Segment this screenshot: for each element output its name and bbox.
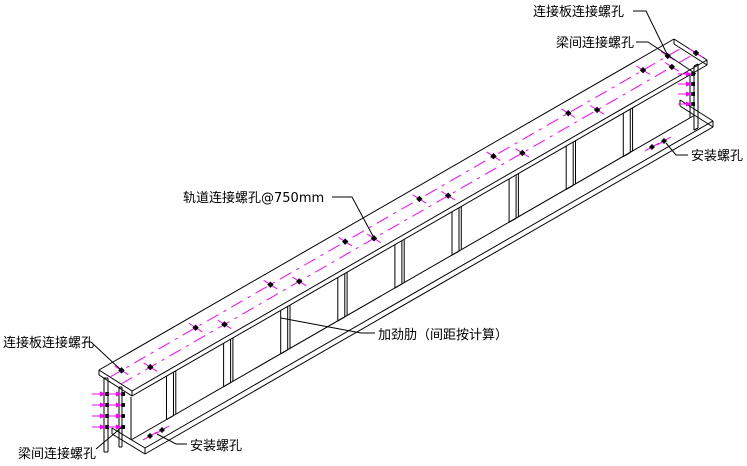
splice-bolt-arrowhead bbox=[686, 81, 692, 87]
splice-bolt-dot bbox=[105, 403, 109, 407]
label-install-bolt-holes-right: 安装螺孔 bbox=[691, 149, 743, 164]
splice-bolt-dot bbox=[105, 425, 109, 429]
leader-left-splice bbox=[95, 426, 123, 450]
stiffener-plate-bottom bbox=[508, 217, 517, 223]
stiffener-plate-bottom bbox=[623, 152, 631, 158]
rail-bolt-marker bbox=[639, 66, 647, 74]
rail-bolt-marker bbox=[221, 321, 228, 328]
stiffener-plate-bottom bbox=[565, 185, 574, 190]
stiffener-plate-bottom bbox=[166, 415, 174, 420]
label-connection-plate-bolt-holes-top: 连接板连接螺孔 bbox=[533, 4, 624, 20]
leader-left-plate bbox=[84, 341, 122, 371]
rail-bolt-marker bbox=[341, 238, 349, 245]
splice-bolt-arrowhead bbox=[686, 91, 692, 97]
install-bolt-marker bbox=[661, 138, 667, 144]
leader-top-right-splice bbox=[636, 41, 697, 75]
splice-bolt-dot bbox=[691, 72, 695, 76]
rail-bolt-marker bbox=[565, 109, 572, 117]
splice-bolt-dot bbox=[691, 92, 695, 96]
splice-bolt-dot bbox=[691, 82, 695, 86]
splice-bolt-arrowhead bbox=[116, 413, 122, 419]
stiffener-plate-bottom bbox=[394, 283, 403, 289]
stiffener-plate-bottom bbox=[223, 382, 231, 388]
splice-bolt-dot bbox=[121, 425, 125, 429]
label-rail-connection-bolt-holes: 轨道连接螺孔@750mm bbox=[183, 190, 324, 206]
splice-bolt-dot bbox=[691, 102, 695, 106]
web-plate bbox=[130, 75, 696, 441]
rail-bolt-marker bbox=[444, 192, 452, 199]
bottom-flange-plate bbox=[111, 99, 714, 455]
splice-bolt-arrowhead bbox=[100, 413, 106, 419]
label-beam-splice-bolt-holes-left: 梁间连接螺孔 bbox=[18, 446, 96, 462]
install-bolt-marker bbox=[159, 427, 165, 433]
splice-bolt-dot bbox=[105, 414, 109, 418]
leader-rail-bolts bbox=[332, 196, 375, 239]
splice-bolt-arrowhead bbox=[100, 402, 106, 408]
splice-bolt-arrowhead bbox=[686, 71, 692, 77]
leader-stiffener bbox=[280, 317, 375, 334]
annotation-labels: 连接板连接螺孔 梁间连接螺孔 安装螺孔 轨道连接螺孔@750mm 加劲肋（间距按… bbox=[3, 4, 743, 462]
label-stiffener-note: 加劲肋（间距按计算） bbox=[378, 328, 508, 343]
splice-bolt-dot bbox=[121, 403, 125, 407]
rail-bolt-marker bbox=[692, 49, 700, 57]
rail-bolt-marker bbox=[267, 281, 274, 288]
splice-bolt-dot bbox=[121, 414, 125, 418]
rail-bolt-marker bbox=[416, 195, 423, 203]
beam-outline bbox=[98, 38, 714, 455]
splice-bolt-arrowhead bbox=[116, 391, 122, 397]
splice-bolt-dot bbox=[121, 392, 125, 396]
install-bolt-marker bbox=[649, 144, 655, 150]
rail-bolt-marker bbox=[147, 363, 154, 371]
splice-bolt-dot bbox=[105, 392, 109, 396]
splice-bolt-arrowhead bbox=[116, 424, 122, 430]
right-end-plate bbox=[693, 63, 699, 131]
rail-bolt-marker bbox=[192, 324, 199, 331]
rail-bolt-marker bbox=[370, 235, 378, 242]
label-beam-splice-bolt-holes-top: 梁间连接螺孔 bbox=[556, 35, 634, 51]
install-bolt-marker bbox=[147, 433, 153, 439]
stiffener-plate-bottom bbox=[280, 349, 288, 355]
label-connection-plate-bolt-holes-left: 连接板连接螺孔 bbox=[3, 335, 94, 351]
splice-bolt-arrowhead bbox=[686, 101, 692, 107]
leader-right-install bbox=[665, 142, 688, 156]
rail-bolt-marker bbox=[519, 149, 526, 157]
splice-bolt-arrowhead bbox=[116, 402, 122, 408]
rail-bolt-marker bbox=[296, 278, 303, 285]
stiffener-plate-bottom bbox=[451, 250, 460, 256]
splice-bolt-arrowhead bbox=[100, 391, 106, 397]
rail-bolt-marker bbox=[490, 153, 497, 160]
leader-left-install bbox=[156, 433, 187, 445]
splice-bolt-arrowhead bbox=[100, 424, 106, 430]
bolt-and-stiffener-details bbox=[92, 45, 704, 441]
rail-bolt-marker bbox=[668, 63, 676, 71]
rail-bolt-centerline-back bbox=[109, 45, 686, 378]
stiffener-plate-bottom bbox=[337, 316, 346, 322]
label-install-bolt-holes-left: 安装螺孔 bbox=[190, 439, 242, 454]
rail-bolt-marker bbox=[593, 106, 601, 114]
leader-lines bbox=[84, 10, 697, 450]
leader-top-right-plate bbox=[633, 10, 669, 57]
rail-bolt-centerline-front bbox=[120, 52, 697, 385]
